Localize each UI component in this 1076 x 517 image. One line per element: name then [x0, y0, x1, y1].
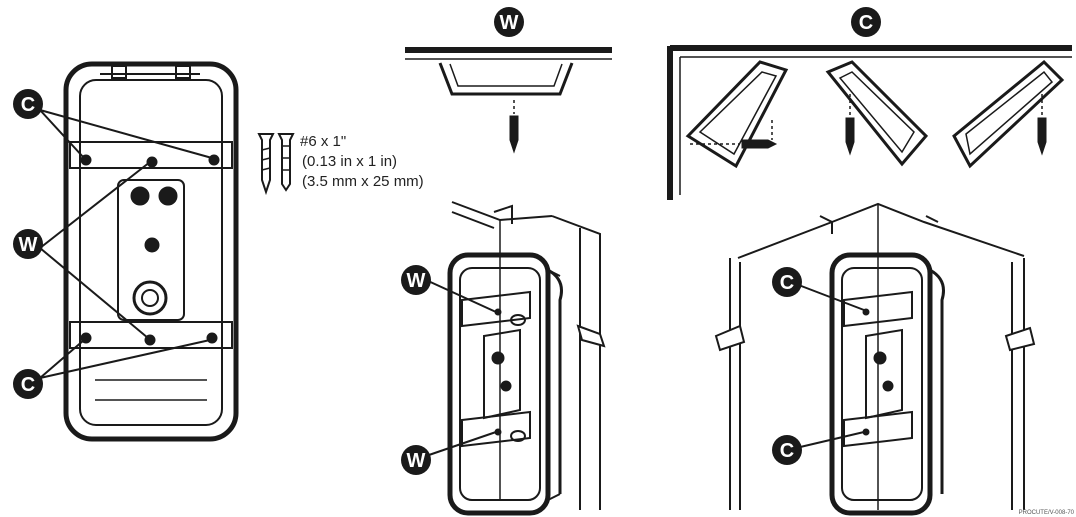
wall-badge-iso-top: W — [401, 265, 431, 295]
wall-mount-top-view — [405, 47, 612, 154]
corner-badge-top: C — [851, 7, 881, 37]
svg-text:C: C — [21, 374, 35, 396]
corner-badge-iso-top: C — [772, 267, 802, 297]
leader-lines-left — [39, 109, 213, 379]
corner-badge-left-bottom: C — [13, 369, 43, 399]
screw-spec-text: #6 x 1" (0.13 in x 1 in) (3.5 mm x 25 mm… — [300, 133, 424, 190]
svg-text:W: W — [407, 270, 426, 292]
svg-text:W: W — [500, 12, 519, 34]
svg-text:W: W — [407, 450, 426, 472]
leader-lines-wall-iso — [425, 279, 497, 457]
detector-rear-view — [63, 61, 239, 442]
screw-and-anchor-icon — [257, 133, 295, 196]
corner-mount-isometric — [714, 202, 1036, 516]
corner-mount-top-view — [667, 45, 1072, 200]
wall-badge-left: W — [13, 229, 43, 259]
screw-size: #6 x 1" — [300, 133, 346, 150]
wall-badge-top: W — [494, 7, 524, 37]
corner-badge-iso-bottom: C — [772, 435, 802, 465]
svg-text:W: W — [19, 234, 38, 256]
svg-text:C: C — [780, 272, 794, 294]
svg-text:C: C — [859, 12, 873, 34]
svg-text:C: C — [21, 94, 35, 116]
corner-badge-left-top: C — [13, 89, 43, 119]
figure-code: PROCUTE/V-008-70 — [1019, 510, 1075, 516]
wall-badge-iso-bottom: W — [401, 445, 431, 475]
screw-size-metric: (3.5 mm x 25 mm) — [302, 173, 424, 190]
screw-size-imperial: (0.13 in x 1 in) — [302, 153, 397, 170]
svg-text:C: C — [780, 440, 794, 462]
leader-lines-corner-iso — [795, 283, 865, 449]
wall-mount-isometric — [447, 201, 606, 516]
